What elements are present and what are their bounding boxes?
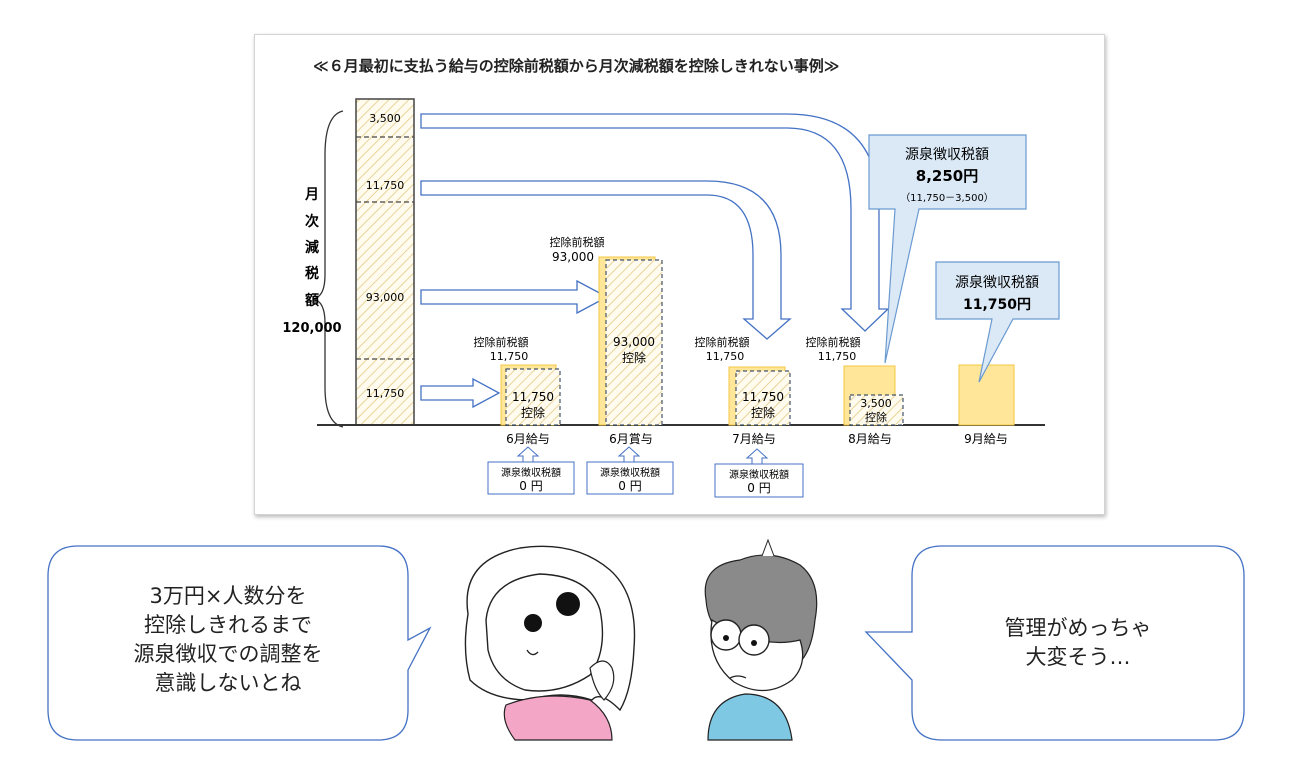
left-label-char: 税 xyxy=(305,265,319,282)
pretax-value: 11,750 xyxy=(490,350,529,363)
withholding-label: 源泉徴収税額 xyxy=(600,466,660,479)
deduction-word: 控除 xyxy=(521,405,545,420)
stack-segment-value: 93,000 xyxy=(366,291,405,304)
left-label-char: 月 xyxy=(304,187,319,203)
right-bubble-line: 管理がめっちゃ xyxy=(1004,616,1152,640)
arrow-to-june-salary xyxy=(420,377,501,409)
withholding-box xyxy=(487,461,575,495)
deduction-value: 11,750 xyxy=(512,390,554,404)
deduction-box xyxy=(605,259,663,426)
left-total: 120,000 xyxy=(282,321,341,336)
pretax-label: 控除前税額 xyxy=(806,335,861,349)
left-bubble-line: 源泉徴収での調整を xyxy=(133,642,323,666)
deduction-word: 控除 xyxy=(865,410,887,424)
callout-aug-formula: （11,750－3,500） xyxy=(900,192,994,204)
callout-sep-amount: 11,750円 xyxy=(963,297,1031,313)
withholding-value: 0 円 xyxy=(519,479,542,493)
withholding-label: 源泉徴収税額 xyxy=(501,466,561,479)
axis-label: 8月給与 xyxy=(848,432,892,446)
callout-sep-label: 源泉徴収税額 xyxy=(955,274,1039,291)
callout-aug-amount: 8,250円 xyxy=(916,167,978,185)
pretax-value: 93,000 xyxy=(552,250,594,264)
stack-segment-value: 3,500 xyxy=(369,112,401,125)
left-bubble-line: 控除しきれるまで xyxy=(144,613,312,637)
left-brace xyxy=(312,110,344,428)
left-label-char: 次 xyxy=(305,213,319,230)
axis-label: 6月給与 xyxy=(506,432,550,446)
woman-character-illustration xyxy=(464,545,636,741)
man-character-illustration xyxy=(704,538,818,741)
deduction-value: 93,000 xyxy=(613,335,655,349)
diagram-card: ≪６月最初に支払う給与の控除前税額から月次減税額を控除しきれない事例≫ 月 次 … xyxy=(254,34,1105,515)
right-bubble-text: 管理がめっちゃ 大変そう… xyxy=(912,614,1244,672)
deduction-box xyxy=(735,370,791,426)
withholding-box xyxy=(714,463,804,498)
pretax-value: 11,750 xyxy=(818,350,857,363)
withholding-label: 源泉徴収税額 xyxy=(729,468,789,481)
diagram-svg: ≪６月最初に支払う給与の控除前税額から月次減税額を控除しきれない事例≫ 月 次 … xyxy=(282,57,1060,498)
pretax-label: 控除前税額 xyxy=(474,335,529,349)
withholding-box xyxy=(586,461,674,495)
left-speech-bubble xyxy=(47,545,432,741)
arrow-to-july-salary xyxy=(420,180,792,340)
deduction-word: 控除 xyxy=(622,350,646,365)
left-bubble-line: 3万円×人数分を xyxy=(149,584,307,608)
pretax-value: 11,750 xyxy=(706,350,745,363)
right-bubble-line: 大変そう… xyxy=(1025,645,1131,669)
deduction-value: 11,750 xyxy=(742,390,784,404)
callout-sep xyxy=(935,261,1060,383)
left-label-char: 額 xyxy=(304,292,319,309)
pretax-label: 控除前税額 xyxy=(550,235,605,249)
deduction-box xyxy=(505,368,561,426)
arrow-to-aug-salary xyxy=(420,113,890,332)
callout-aug xyxy=(868,134,1027,364)
axis-label: 6月賞与 xyxy=(609,432,653,446)
stack-bar xyxy=(355,98,415,426)
right-speech-bubble xyxy=(864,545,1245,741)
axis-label: 9月給与 xyxy=(964,432,1008,446)
stack-segment-value: 11,750 xyxy=(366,387,405,400)
withholding-value: 0 円 xyxy=(618,479,641,493)
bar-sep-salary xyxy=(958,364,1015,426)
pretax-label: 控除前税額 xyxy=(695,335,750,349)
left-bubble-line: 意識しないとね xyxy=(154,671,302,695)
left-label-char: 減 xyxy=(305,239,319,256)
arrow-to-june-bonus xyxy=(420,279,609,315)
callout-aug-label: 源泉徴収税額 xyxy=(905,146,989,163)
deduction-value: 3,500 xyxy=(860,397,892,410)
axis-label: 7月給与 xyxy=(732,432,776,446)
left-bubble-text: 3万円×人数分を 控除しきれるまで 源泉徴収での調整を 意識しないとね xyxy=(48,582,408,698)
diagram-title: ≪６月最初に支払う給与の控除前税額から月次減税額を控除しきれない事例≫ xyxy=(313,57,839,75)
deduction-word: 控除 xyxy=(751,405,775,420)
stack-segment-value: 11,750 xyxy=(366,179,405,192)
withholding-value: 0 円 xyxy=(747,481,770,495)
deduction-box xyxy=(849,394,904,426)
